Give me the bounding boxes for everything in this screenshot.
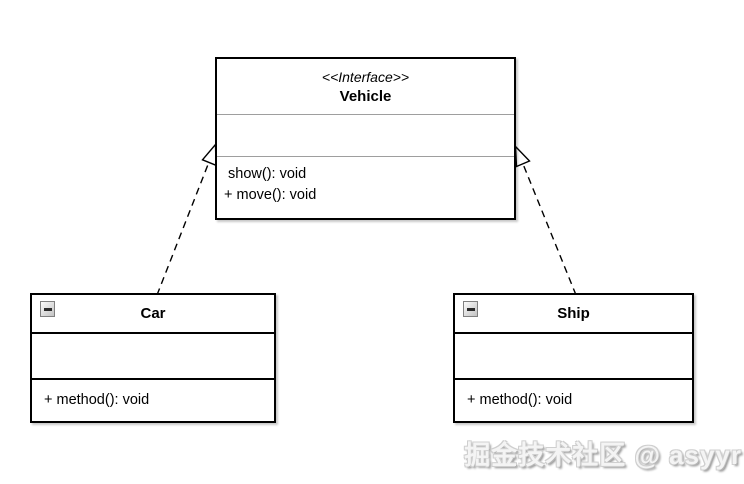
interface-stereotype: <<Interface>> [321,68,410,85]
class-name: Car [140,305,166,322]
interface-attributes-section-empty [217,115,514,157]
class-box-ship: Ship + method(): void [453,293,694,423]
interface-title-section: <<Interface>> Vehicle [217,59,514,115]
interface-methods-section: show(): void + move(): void [217,157,514,218]
class-name: Ship [557,305,590,322]
interface-method: show(): void [224,166,307,182]
hollow-triangle-arrow-left [201,142,217,167]
class-title-section: Car [32,295,274,334]
class-box-car: Car + method(): void [30,293,276,423]
collapse-minus-icon[interactable] [40,301,55,317]
realization-connector-ship [514,144,577,296]
minus-glyph [466,307,475,311]
class-attributes-section-empty [455,334,692,380]
minus-glyph [43,307,52,311]
class-method: + method(): void [467,392,573,408]
collapse-minus-icon[interactable] [463,301,478,317]
class-method: + method(): void [44,392,150,408]
class-title-section: Ship [455,295,692,334]
interface-method: + move(): void [224,187,317,203]
watermark-text: 掘金技术社区 @ asyyr [464,440,742,470]
hollow-triangle-arrow-right [514,144,531,168]
class-attributes-section-empty [32,334,274,380]
class-methods-section: + method(): void [455,380,692,421]
class-methods-section: + method(): void [32,380,274,421]
interface-box-vehicle: <<Interface>> Vehicle show(): void + mov… [215,57,516,220]
realization-connector-car [156,142,217,296]
interface-name: Vehicle [339,87,392,105]
